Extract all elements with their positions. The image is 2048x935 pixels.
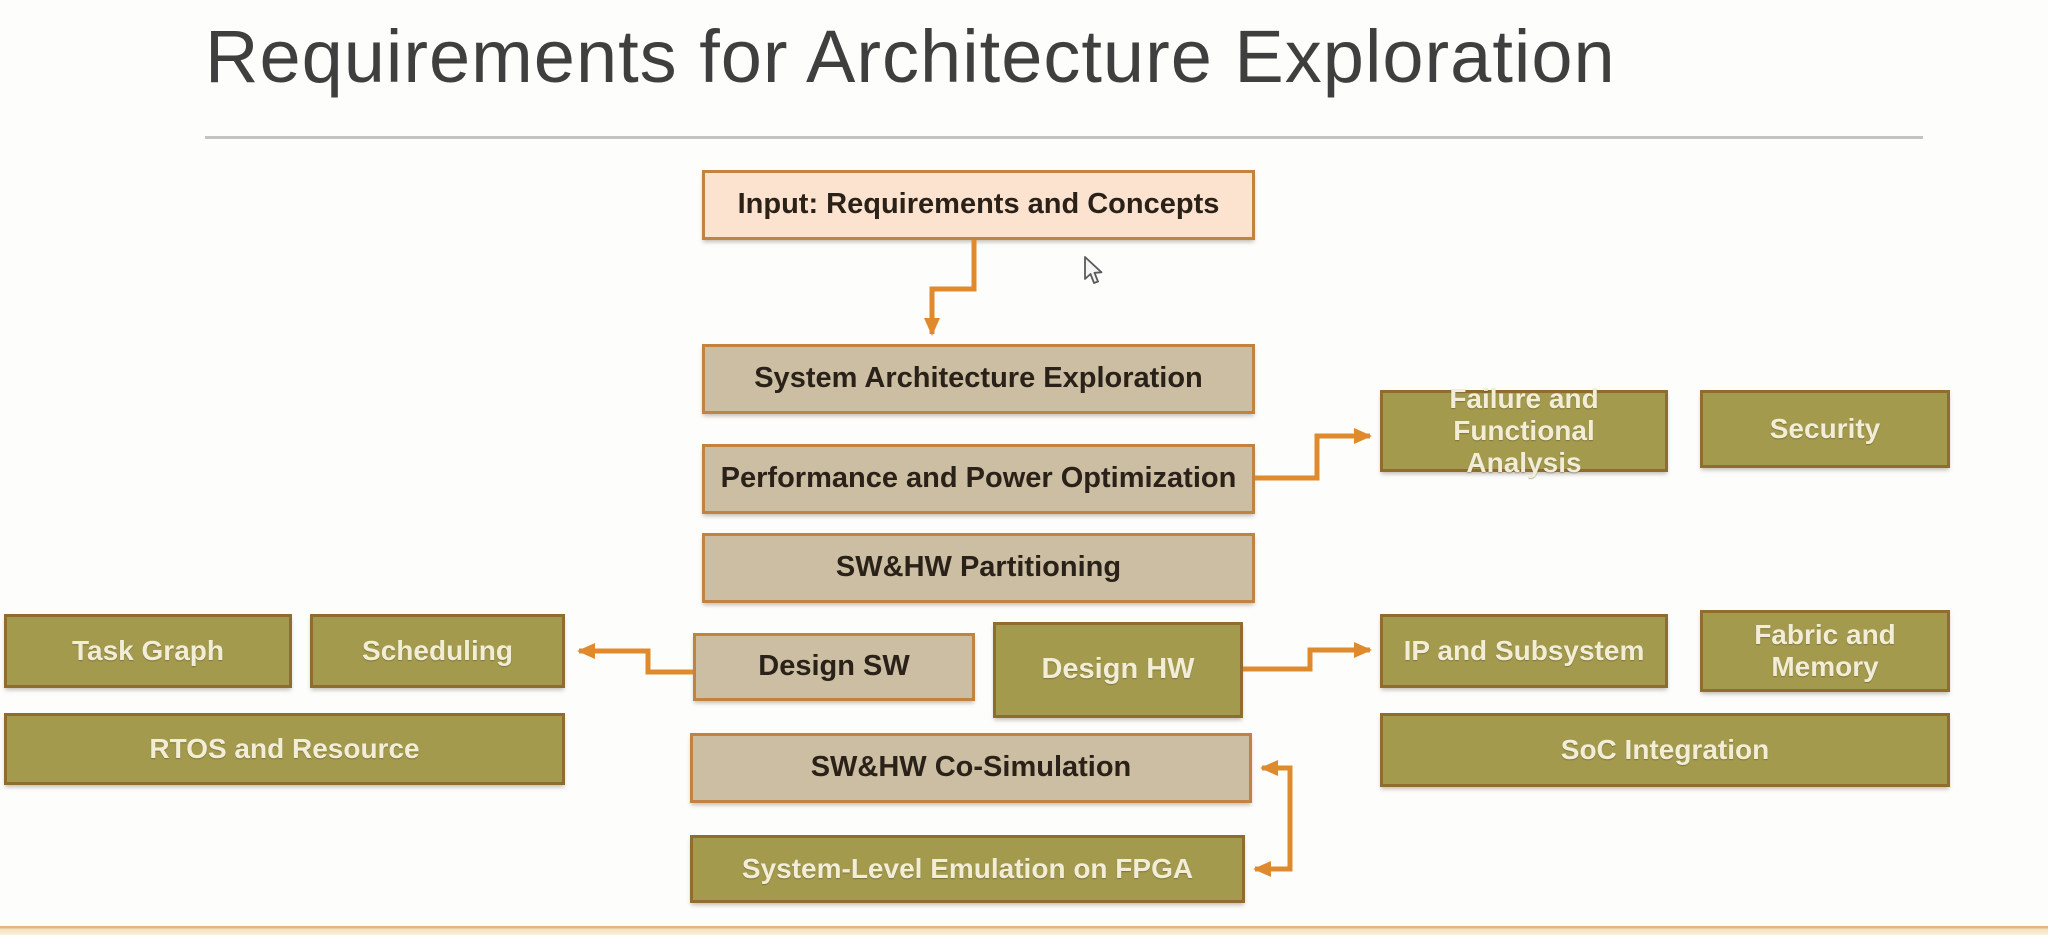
node-soc-integration: SoC Integration [1380,713,1950,787]
node-failure-functional-analysis: Failure and Functional Analysis [1380,383,1668,478]
node-system-level-emulation-fpga: System-Level Emulation on FPGA [690,835,1245,903]
arrow-input-to-sysarch [924,240,977,336]
node-performance-power-optimization: Performance and Power Optimization [702,444,1255,514]
arrow-cosim-fpga-bracket [1253,760,1293,877]
node-swhw-cosimulation: SW&HW Co-Simulation [690,733,1252,803]
node-fabric-memory: Fabric and Memory [1700,610,1950,692]
arrow-designhw-to-ip [1243,642,1372,672]
node-system-architecture-exploration: System Architecture Exploration [702,344,1255,414]
slide-title: Requirements for Architecture Exploratio… [205,15,1616,98]
bottom-accent-bar [0,926,2048,935]
node-ip-subsystem: IP and Subsystem [1380,614,1668,688]
mouse-pointer-icon [1084,256,1103,284]
node-swhw-partitioning: SW&HW Partitioning [702,533,1255,603]
arrow-designsw-to-scheduling [577,643,693,675]
node-input-requirements: Input: Requirements and Concepts [702,170,1255,240]
title-divider [205,136,1923,139]
node-design-hw: Design HW [993,622,1243,718]
node-rtos-resource: RTOS and Resource [4,713,565,785]
node-security: Security [1700,390,1950,468]
arrow-perf-to-failure [1255,428,1372,481]
node-scheduling: Scheduling [310,614,565,688]
node-task-graph: Task Graph [4,614,292,688]
node-design-sw: Design SW [693,633,975,701]
